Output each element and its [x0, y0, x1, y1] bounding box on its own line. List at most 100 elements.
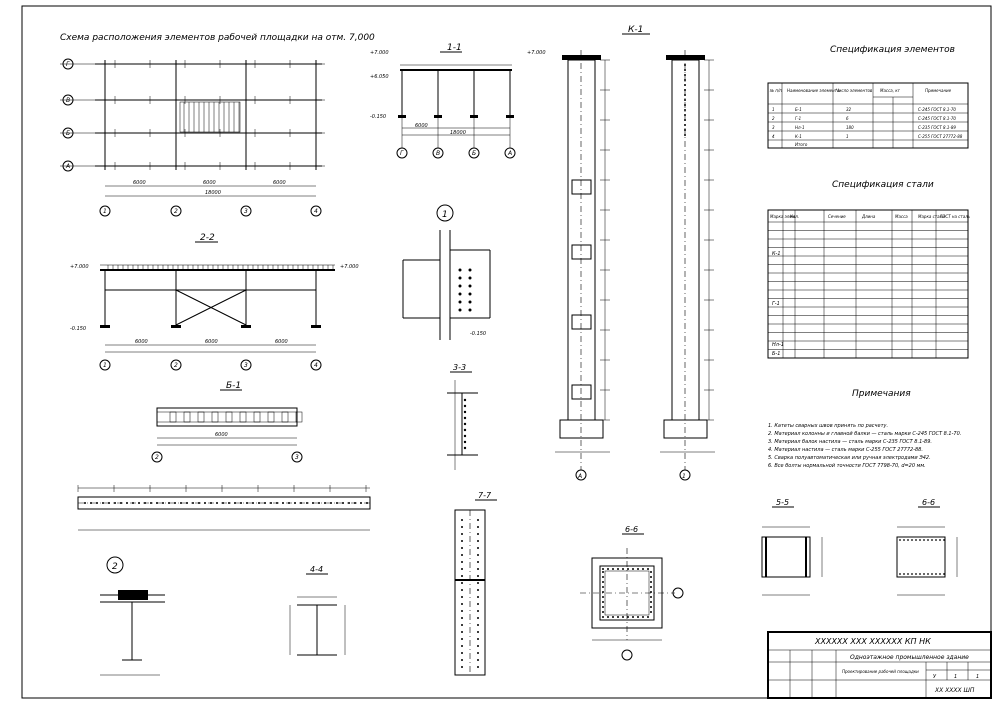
- column-axis-a: А: [577, 473, 582, 480]
- section-7-7-title: 7-7: [478, 491, 492, 500]
- spec-el-cell-3-0: 4: [772, 134, 775, 139]
- plan-axis-n2-bubble: [240, 205, 252, 217]
- spec-el-cell-0-0: 1: [772, 107, 775, 112]
- section-6-6-base: 6-6: [580, 525, 684, 661]
- section-6-6-base-title: 6-6: [625, 525, 638, 534]
- note-4: 4. Материал настила — сталь марки С-255 …: [768, 447, 923, 453]
- s22-axis-3-label: 4: [314, 362, 318, 369]
- section-5-5-title: 5-5: [776, 498, 789, 507]
- s22-elev-base: -0.150: [70, 326, 86, 332]
- spec-el-h0: № п/п: [769, 88, 782, 93]
- plan-axis-n1-bubble: [170, 205, 182, 217]
- spec-el-cell-0-2: 32: [846, 107, 852, 112]
- tb-sheets: 1: [976, 674, 979, 680]
- s11-elev-base: -0.150: [370, 114, 386, 120]
- section-1-1-title: 1-1: [447, 43, 462, 53]
- note-3: 3. Материал балок настила — сталь марки …: [768, 439, 932, 445]
- spec-steel-title: Спецификация стали: [832, 180, 934, 190]
- plan-axis-2-bubble: [62, 127, 74, 139]
- section-2-2-title: 2-2: [200, 233, 215, 243]
- note-2: 2. Материал колонны и главной балки — ст…: [768, 431, 961, 437]
- spec-el-cell-3-2: 1: [846, 134, 849, 139]
- spec-st-g0: К-1: [772, 251, 781, 257]
- s22-axis-1-label: 2: [174, 362, 178, 369]
- tb-object: Одноэтажное промышленное здание: [850, 654, 969, 661]
- spec-el-cell-0-1: Б-1: [795, 107, 802, 112]
- spec-st-h3: Длина: [861, 214, 876, 219]
- tb-sheet-name: Проектирование рабочей площадки: [842, 669, 919, 674]
- tb-code: XXXXXX XXX XXXXXX КП НК: [814, 637, 931, 646]
- s11-elev-top-r: +7.000: [527, 50, 546, 56]
- beam-b1-title: Б-1: [226, 381, 241, 391]
- spec-el-h4: Примечание: [925, 88, 952, 93]
- s22-elev-top-r: +7.000: [340, 264, 359, 270]
- spec-st-h4: Масса: [895, 214, 908, 219]
- column-axis-1: 1: [682, 473, 686, 480]
- s11-axis-3-bubble: [504, 147, 516, 159]
- spec-el-h2: Число элементов: [836, 88, 873, 93]
- plan-axis-n3-bubble: [310, 205, 322, 217]
- plan-axis-0-bubble: [62, 58, 74, 70]
- spec-st-h0: Марка элем.: [770, 214, 796, 219]
- plan-dim-3: 6000: [273, 180, 286, 186]
- spec-el-cell-2-1: Нл-1: [795, 125, 805, 130]
- title-block: XXXXXX XXX XXXXXX КП НК Одноэтажное пром…: [767, 631, 992, 699]
- spec-st-g3: Б-1: [772, 351, 780, 357]
- node-1: 1 -0.150: [402, 204, 491, 340]
- s11-axis-1-label: В: [436, 150, 440, 157]
- spec-st-g2: Нл-1: [772, 342, 784, 348]
- b1-axis-1-bubble: [291, 451, 303, 463]
- spec-el-cell-1-0: 2: [772, 116, 775, 121]
- s22-elev-top: +7.000: [70, 264, 89, 270]
- plan-axis-0-label: Г: [66, 61, 70, 68]
- plan-dim-1: 6000: [133, 180, 146, 186]
- node-2-label: 2: [112, 562, 118, 572]
- s22-axis-2-label: 3: [244, 362, 248, 369]
- spec-el-cell-3-1: К-1: [795, 134, 802, 139]
- b1-axis-0-label: 2: [155, 454, 159, 461]
- note-5: 5. Сварка полуавтоматическая или ручная …: [768, 455, 931, 461]
- s11-axis-0-bubble: [396, 147, 408, 159]
- spec-el-cell-1-1: Г-1: [795, 116, 801, 121]
- plan-axis-n0-label: 1: [103, 208, 107, 215]
- tb-sheet: 1: [954, 674, 957, 680]
- s11-axis-0-label: Г: [400, 150, 404, 157]
- s11-dim-total: 18000: [450, 130, 466, 136]
- tb-stage: У: [933, 674, 937, 680]
- s22-axis-2-bubble: [240, 359, 252, 371]
- spec-el-cell-2-4: С-235 ГОСТ 8.1-89: [918, 125, 956, 130]
- note-1: 1. Катеты сварных швов принять по расчет…: [768, 423, 888, 429]
- notes-title: Примечания: [852, 389, 911, 399]
- spec-st-h6: ГОСТ на сталь: [940, 214, 971, 219]
- section-5-5: 5-5: [761, 498, 823, 596]
- spec-el-cell-2-2: 180: [846, 125, 854, 130]
- layout-plan: Схема расположения элементов рабочей пло…: [60, 33, 375, 217]
- s22-axis-0-label: 1: [103, 362, 107, 369]
- section-6-6: 6-6: [896, 498, 958, 596]
- plan-axis-n2-label: 3: [244, 208, 248, 215]
- spec-el-cell-1-2: 6: [846, 116, 849, 121]
- plan-axis-1-label: В: [66, 97, 70, 104]
- b1-axis-1-label: 3: [295, 454, 299, 461]
- s22-dim-1: 6000: [135, 339, 148, 345]
- s22-axis-0-bubble: [99, 359, 111, 371]
- s11-axis-2-label: Б: [472, 150, 476, 157]
- column-k1-title: К-1: [628, 25, 643, 35]
- section-4-4-title: 4-4: [310, 565, 323, 574]
- spec-elements-title: Спецификация элементов: [830, 45, 955, 55]
- main-girder: [77, 485, 371, 531]
- spec-el-h3: Масса, кг: [880, 88, 901, 93]
- plan-axis-1-bubble: [62, 94, 74, 106]
- spec-st-h2: Сечение: [828, 214, 846, 219]
- notes: Примечания 1. Катеты сварных швов принят…: [768, 389, 961, 469]
- plan-axis-2-label: Б: [66, 130, 70, 137]
- section-3-3: 3-3: [447, 363, 478, 470]
- node1-elev: -0.150: [470, 331, 486, 337]
- plan-dim-2: 6000: [203, 180, 216, 186]
- plan-dim-total: 18000: [205, 190, 221, 196]
- s22-axis-3-bubble: [310, 359, 322, 371]
- spec-el-cell-2-0: 3: [772, 125, 775, 130]
